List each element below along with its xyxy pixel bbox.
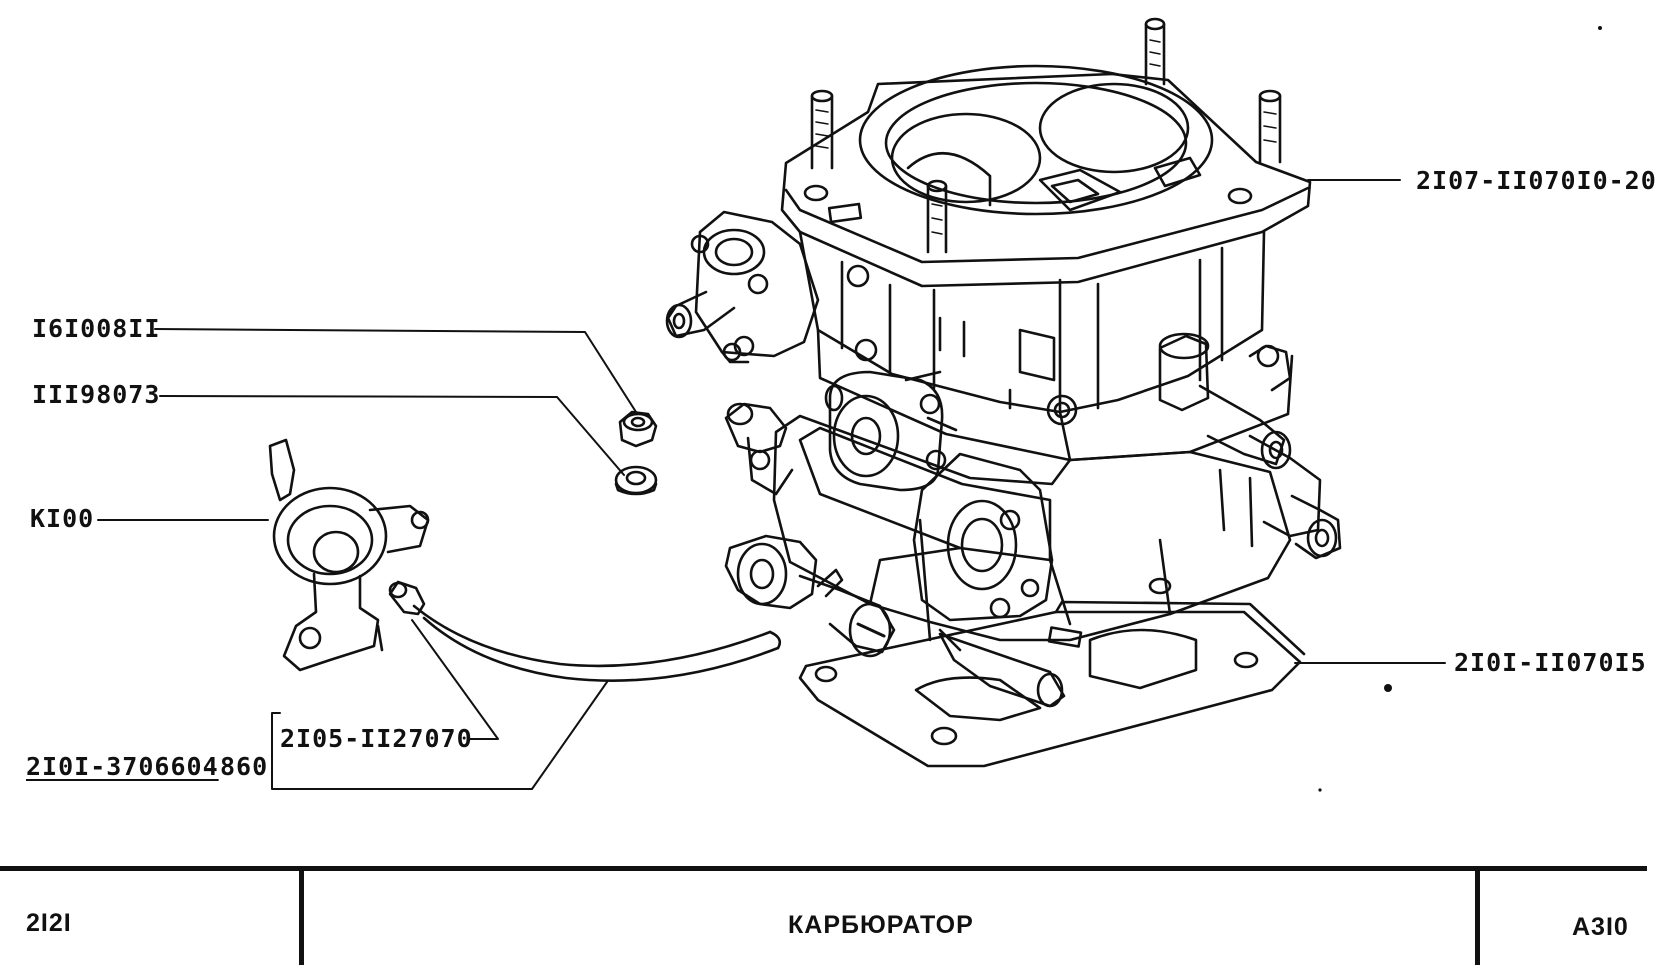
studs bbox=[810, 17, 1282, 254]
label-nut: I6I008II bbox=[32, 314, 161, 343]
nut-part bbox=[618, 410, 658, 448]
specks bbox=[1318, 26, 1602, 792]
float-chamber bbox=[772, 414, 1292, 642]
pump-cover bbox=[912, 452, 1083, 708]
solenoid-valve bbox=[824, 370, 958, 492]
title-block-sheet-cell: A3I0 bbox=[1480, 871, 1647, 965]
title-block-model-cell: 2I2I bbox=[0, 871, 304, 965]
label-assembly-number: 2I0I-3706604 bbox=[26, 752, 219, 781]
label-assembly-qty: 860 bbox=[220, 752, 269, 781]
base-gasket bbox=[798, 600, 1306, 768]
leader-lines bbox=[97, 179, 1446, 790]
drawing-title: КАРБЮРАТОР bbox=[788, 911, 974, 939]
title-block-title-cell: КАРБЮРАТОР bbox=[304, 871, 1480, 965]
label-gasket: 2I0I-II070I5 bbox=[1454, 648, 1647, 677]
label-fitting: KI00 bbox=[30, 504, 95, 533]
sheet-number: A3I0 bbox=[1572, 913, 1629, 941]
model-code: 2I2I bbox=[26, 909, 72, 937]
hose-part bbox=[388, 580, 782, 682]
fitting-part bbox=[268, 438, 430, 672]
right-fittings bbox=[1158, 332, 1342, 560]
washer-part bbox=[614, 465, 658, 496]
label-hose: 2I05-II27070 bbox=[280, 724, 473, 753]
pulldown-housing bbox=[665, 210, 820, 364]
front-left-fittings bbox=[724, 402, 896, 658]
title-block: 2I2I КАРБЮРАТОР A3I0 bbox=[0, 866, 1647, 965]
carburetor-body bbox=[798, 230, 1294, 462]
label-top-right-part: 2I07-II070I0-20 bbox=[1416, 166, 1657, 195]
label-washer: III98073 bbox=[32, 380, 161, 409]
air-horn-cover bbox=[780, 64, 1312, 288]
